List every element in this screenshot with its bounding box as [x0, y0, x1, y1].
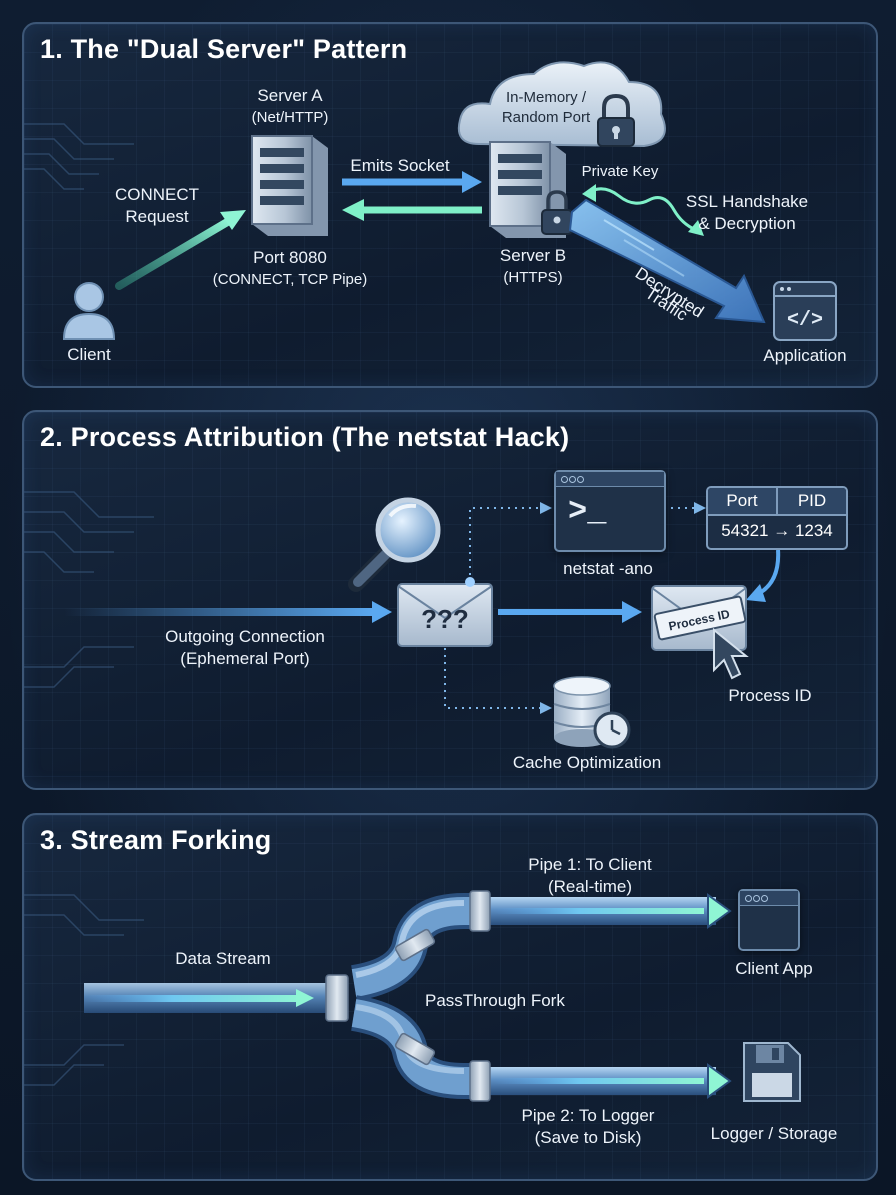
private-key-label: Private Key: [581, 163, 659, 180]
connector-arrowhead: [540, 502, 552, 514]
table-header-pid: PID: [776, 488, 846, 514]
logger-storage-label: Logger / Storage: [710, 1124, 838, 1143]
dual-server-graphics: </> Decrypted Traffic: [24, 61, 837, 341]
outgoing-connection-line1: Outgoing Connection: [165, 627, 325, 646]
dotted-connectors: [444, 507, 696, 709]
server-a-icon: [251, 135, 328, 236]
cloud-label-line1: In-Memory /: [505, 89, 587, 106]
server-a-port: Port 8080: [253, 248, 327, 267]
floppy-disk-icon: [743, 1042, 801, 1102]
emits-socket-label: Emits Socket: [350, 156, 450, 175]
dual-server-panel: </> Decrypted Traffic 1. The "Dual Serve…: [22, 22, 878, 388]
pipe1-label-line1: Pipe 1: To Client: [528, 855, 652, 874]
table-header: Port PID: [708, 488, 846, 516]
connector-node: [465, 577, 475, 587]
window-dot: [745, 895, 752, 902]
ssl-handshake-line1: SSL Handshake: [685, 192, 809, 211]
application-icon: [773, 281, 837, 341]
panel-3-title: 3. Stream Forking: [40, 825, 272, 855]
table-header-port: Port: [726, 491, 758, 510]
cloud-label-line2: Random Port: [501, 109, 591, 126]
pipe2-label-line2: (Save to Disk): [534, 1128, 642, 1147]
data-stream-pipe: [84, 983, 330, 1013]
process-id-envelope-icon: [651, 585, 747, 651]
ssl-handshake-arrow: [582, 184, 704, 236]
server-b-icon: [489, 141, 566, 238]
pipe1-label-line2: (Real-time): [547, 877, 633, 896]
panel-1-title: 1. The "Dual Server" Pattern: [40, 34, 408, 64]
outgoing-connection-arrow: [64, 601, 392, 623]
port-pid-table: Port PID 54321 → 1234: [706, 486, 848, 550]
ssl-handshake-line2: & Decryption: [698, 214, 796, 233]
application-label: Application: [763, 346, 847, 365]
server-b-title: Server B: [499, 246, 567, 265]
passthrough-fork-label: PassThrough Fork: [425, 991, 565, 1010]
connect-arrow: [115, 210, 246, 290]
envelope-question-marks: ???: [421, 604, 469, 634]
circuit-lines: [24, 123, 134, 190]
attribution-arrow: [498, 601, 642, 623]
server-a-title: Server A: [257, 86, 323, 105]
server-a-subtitle: (Net/HTTP): [251, 109, 329, 126]
cache-optimization-label: Cache Optimization: [512, 753, 662, 772]
terminal-title-bar: [556, 472, 664, 487]
client-label: Client: [67, 345, 111, 364]
circuit-lines: [24, 491, 154, 688]
window-dot: [569, 476, 576, 483]
database-clock-icon: [553, 676, 631, 749]
table-row: 54321 → 1234: [721, 521, 833, 540]
window-dot: [577, 476, 584, 483]
client-app-label: Client App: [735, 959, 813, 978]
pipe2-label-line1: Pipe 2: To Logger: [521, 1106, 655, 1125]
process-attribution-graphics: ??? Process ID: [24, 491, 781, 749]
stream-forking-panel: 3. Stream Forking Data Stream Pipe 1: To…: [22, 813, 878, 1181]
connector-arrowhead: [694, 502, 706, 514]
client-app-title-bar: [740, 891, 798, 906]
decrypted-traffic-arrow: [568, 198, 766, 324]
terminal-window: >_: [554, 470, 666, 552]
pipe-collars: [325, 890, 491, 1102]
cloud-lock-icon: [597, 93, 635, 147]
netstat-label: netstat -ano: [563, 559, 653, 578]
table-to-tag-arrow: [746, 549, 781, 602]
circuit-lines: [24, 894, 144, 1086]
magnifier-icon: [348, 497, 441, 592]
emits-socket-arrows: [342, 171, 482, 221]
server-b-subtitle: (HTTPS): [503, 269, 563, 286]
server-a-port-detail: (CONNECT, TCP Pipe): [212, 271, 368, 288]
outgoing-connection-line2: (Ephemeral Port): [180, 649, 310, 668]
cursor-icon: [713, 627, 749, 680]
connect-request-line1: CONNECT: [114, 185, 200, 204]
application-code-glyph: </>: [787, 309, 823, 332]
panel-2-title: 2. Process Attribution (The netstat Hack…: [40, 422, 570, 452]
window-dot: [761, 895, 768, 902]
client-app-window-icon: [738, 889, 800, 951]
unknown-envelope-icon: [397, 583, 493, 647]
client-person-icon: [62, 282, 116, 340]
connect-request-line2: Request: [125, 207, 189, 226]
window-dot: [753, 895, 760, 902]
data-stream-label: Data Stream: [175, 949, 271, 968]
process-attribution-panel: ??? Process ID: [22, 410, 878, 790]
process-id-label: Process ID: [728, 686, 812, 705]
connector-arrowhead: [540, 702, 552, 714]
terminal-prompt: >_: [568, 493, 607, 530]
window-dot: [561, 476, 568, 483]
stream-forking-graphics: [24, 890, 801, 1102]
